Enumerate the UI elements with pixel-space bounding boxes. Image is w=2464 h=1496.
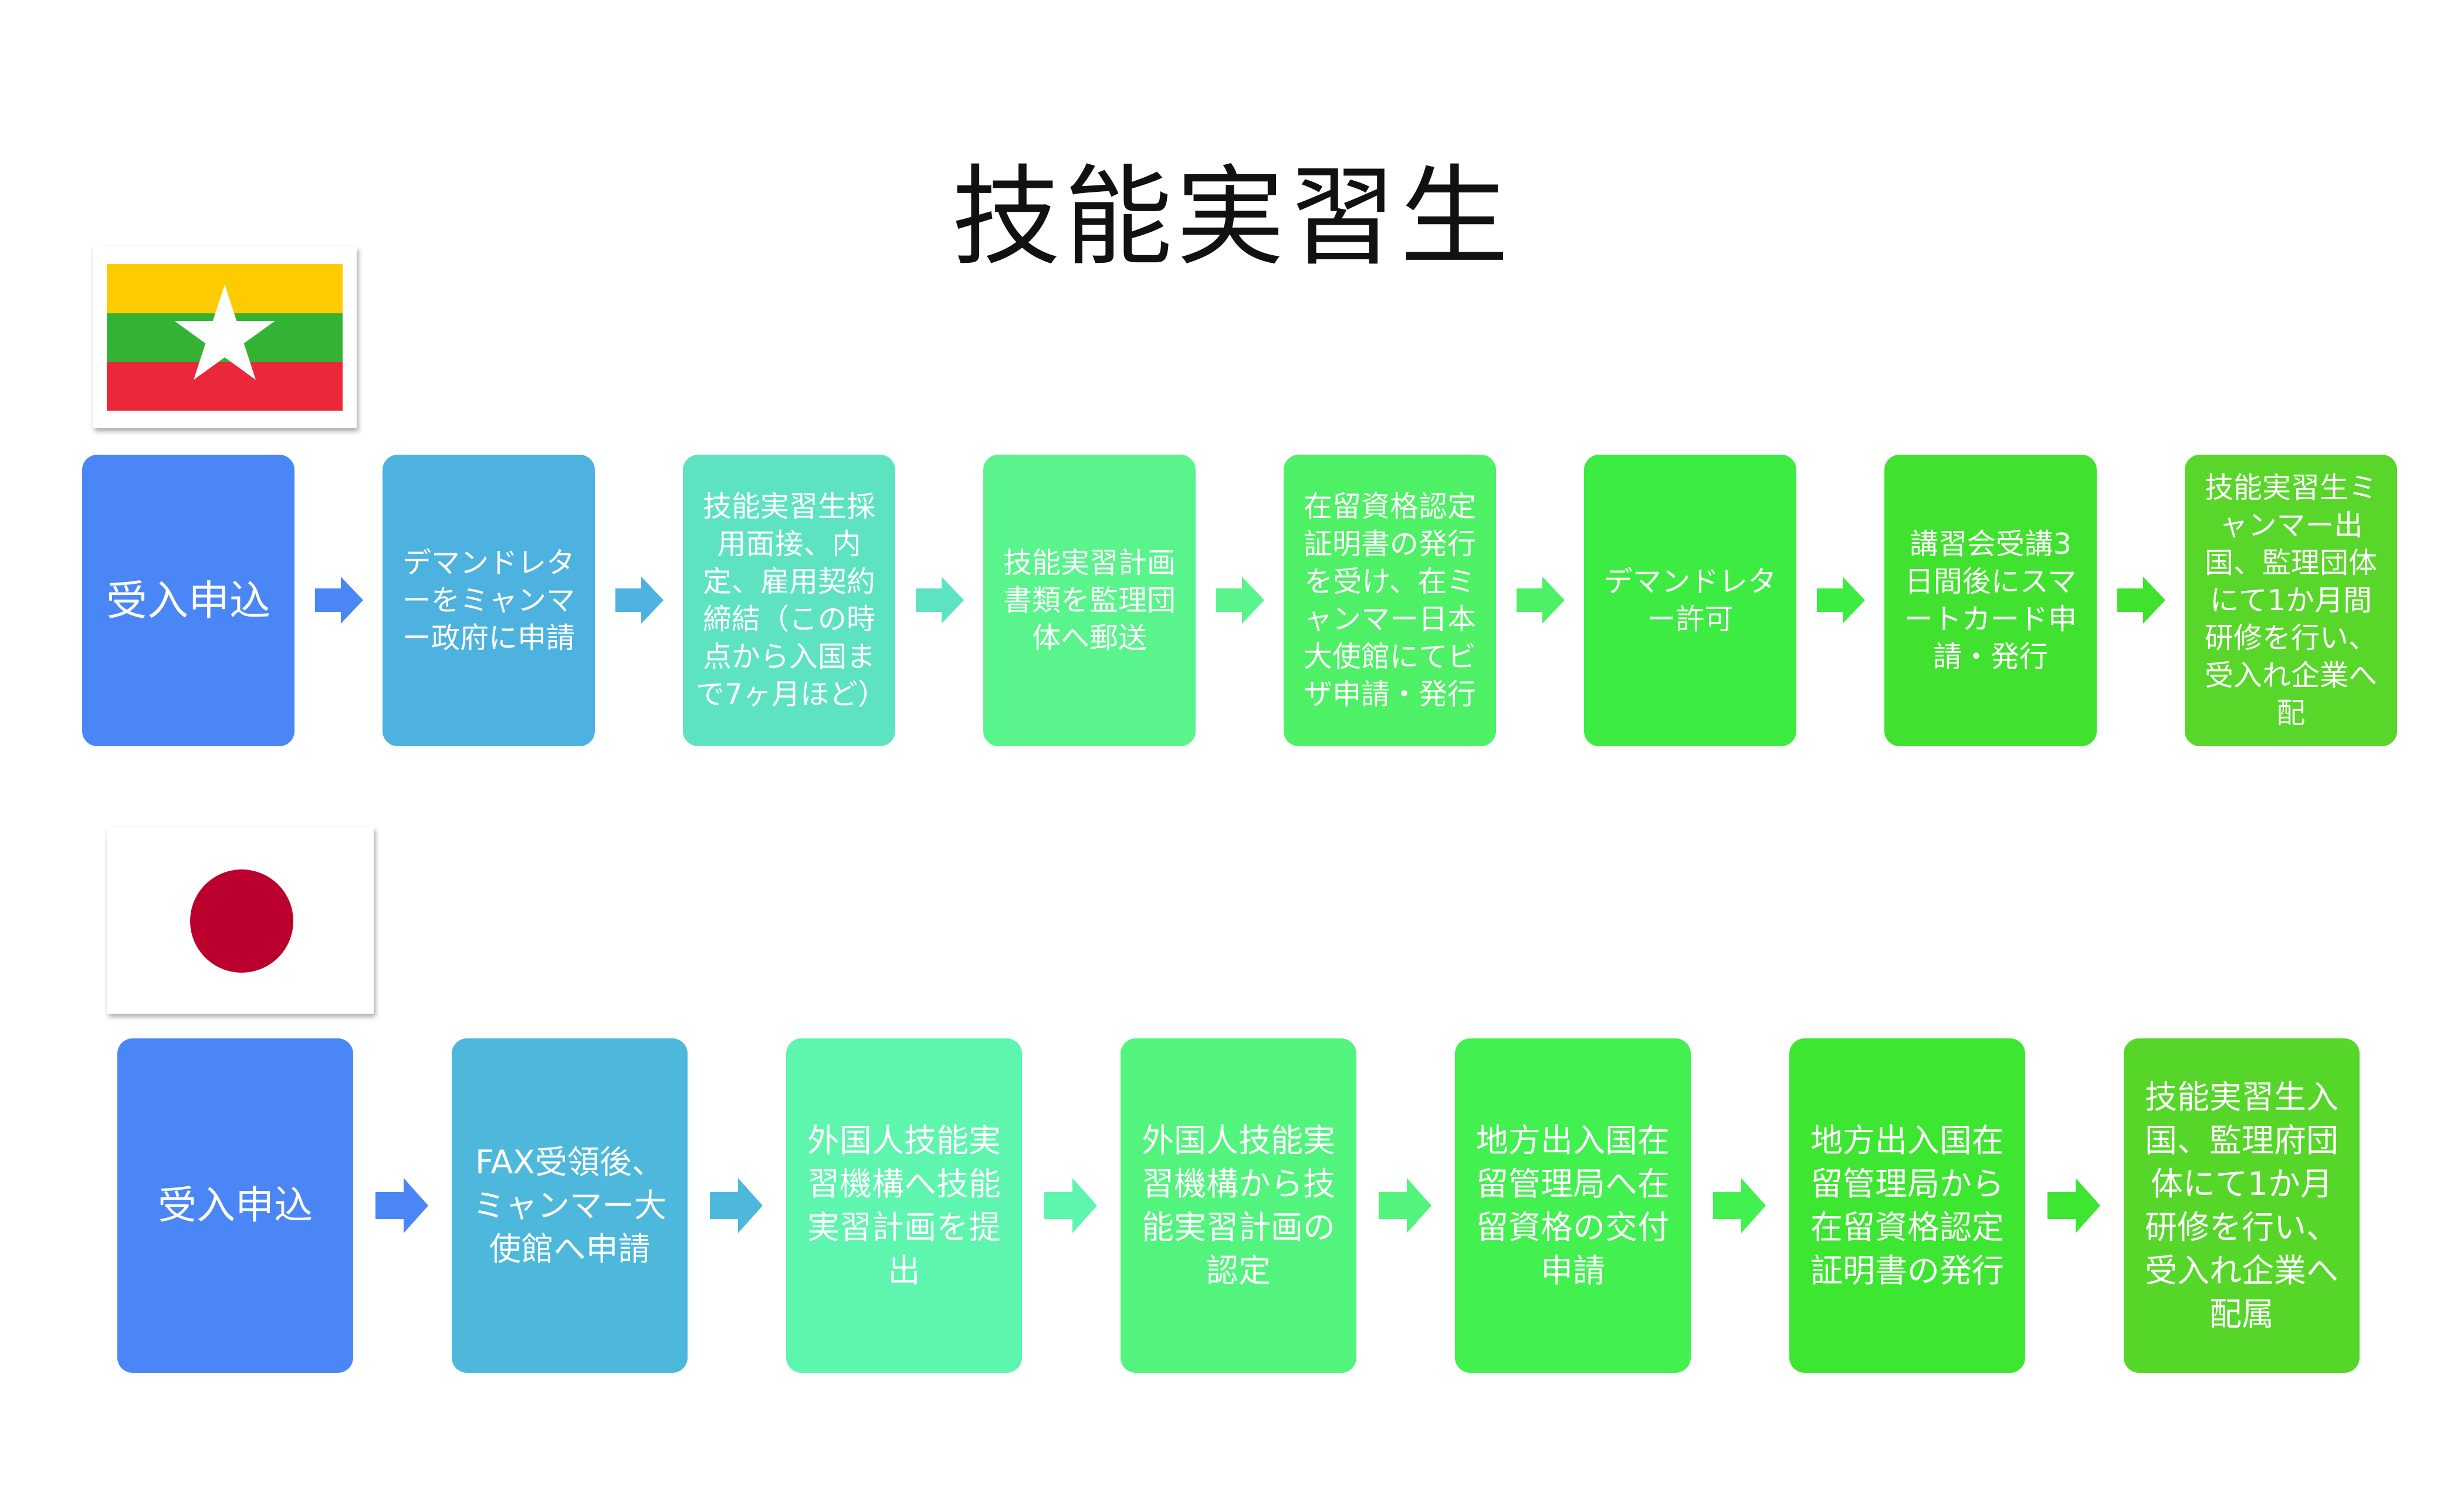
step-label: 講習会受講3日間後にスマートカード申請・発行 — [1904, 527, 2077, 673]
step-label: 地方出入国在留管理局から在留資格認定証明書の発行 — [1810, 1122, 2004, 1289]
sun-disc-icon — [190, 869, 293, 973]
step-label: デマンドレター許可 — [1603, 564, 1776, 636]
japan-step-1: 受入申込 — [117, 1038, 353, 1373]
step-label: 技能実習生入国、監理府団体にて1か月研修を行い、受入れ企業へ配属 — [2144, 1078, 2338, 1333]
myanmar-step-5: 在留資格認定証明書の発行を受け、在ミャンマー日本大使館にてビザ申請・発行 — [1284, 455, 1496, 746]
step-label: 在留資格認定証明書の発行を受け、在ミャンマー日本大使館にてビザ申請・発行 — [1303, 489, 1476, 711]
arrow-right-icon — [375, 1178, 428, 1233]
arrow-right-icon — [2117, 577, 2165, 624]
myanmar-step-2: デマンドレターをミャンマー政府に申請 — [383, 455, 595, 746]
arrow-right-icon — [1044, 1178, 1097, 1233]
flag-stripe-red — [107, 362, 343, 411]
step-label: 地方出入国在留管理局へ在留資格の交付申請 — [1475, 1122, 1670, 1289]
step-label: 外国人技能実習機構へ技能実習計画を提出 — [807, 1122, 1001, 1289]
step-label: デマンドレターをミャンマー政府に申請 — [402, 546, 575, 655]
step-label: 受入申込 — [106, 576, 270, 625]
japan-step-3: 外国人技能実習機構へ技能実習計画を提出 — [786, 1038, 1022, 1373]
arrow-right-icon — [1713, 1178, 1766, 1233]
step-label: 受入申込 — [158, 1183, 313, 1228]
arrow-right-icon — [1216, 577, 1264, 624]
japan-step-6: 地方出入国在留管理局から在留資格認定証明書の発行 — [1789, 1038, 2025, 1373]
myanmar-step-6: デマンドレター許可 — [1584, 455, 1796, 746]
myanmar-step-3: 技能実習生採用面接、内定、雇用契約締結（この時点から入国まで7ヶ月ほど） — [683, 455, 895, 746]
step-label: 技能実習計画書類を監理団体へ郵送 — [1003, 546, 1176, 655]
japan-step-4: 外国人技能実習機構から技能実習計画の認定 — [1121, 1038, 1356, 1373]
page-title: 技能実習生 — [952, 154, 1512, 280]
arrow-right-icon — [1817, 577, 1865, 624]
japan-step-2: FAX受領後、ミャンマー大使館へ申請 — [452, 1038, 688, 1373]
arrow-right-icon — [315, 577, 363, 624]
myanmar-flag-icon — [93, 246, 357, 428]
step-label: FAX受領後、ミャンマー大使館へ申請 — [472, 1143, 666, 1268]
japan-flag-icon — [107, 827, 374, 1014]
step-label: 技能実習生採用面接、内定、雇用契約締結（この時点から入国まで7ヶ月ほど） — [696, 489, 887, 711]
arrow-right-icon — [1517, 577, 1565, 624]
arrow-right-icon — [710, 1178, 763, 1233]
myanmar-step-4: 技能実習計画書類を監理団体へ郵送 — [983, 455, 1196, 746]
myanmar-step-8: 技能実習生ミャンマー出国、監理団体にて1か月間研修を行い、受入れ企業へ配 — [2185, 455, 2397, 746]
arrow-right-icon — [615, 577, 664, 624]
myanmar-step-7: 講習会受講3日間後にスマートカード申請・発行 — [1884, 455, 2097, 746]
japan-step-7: 技能実習生入国、監理府団体にて1か月研修を行い、受入れ企業へ配属 — [2124, 1038, 2360, 1373]
step-label: 外国人技能実習機構から技能実習計画の認定 — [1141, 1122, 1335, 1289]
arrow-right-icon — [1379, 1178, 1431, 1233]
arrow-right-icon — [2047, 1178, 2100, 1233]
step-label: 技能実習生ミャンマー出国、監理団体にて1か月間研修を行い、受入れ企業へ配 — [2204, 471, 2377, 730]
myanmar-step-1: 受入申込 — [82, 455, 295, 746]
arrow-right-icon — [916, 577, 964, 624]
star-icon — [174, 285, 275, 380]
japan-step-5: 地方出入国在留管理局へ在留資格の交付申請 — [1455, 1038, 1691, 1373]
